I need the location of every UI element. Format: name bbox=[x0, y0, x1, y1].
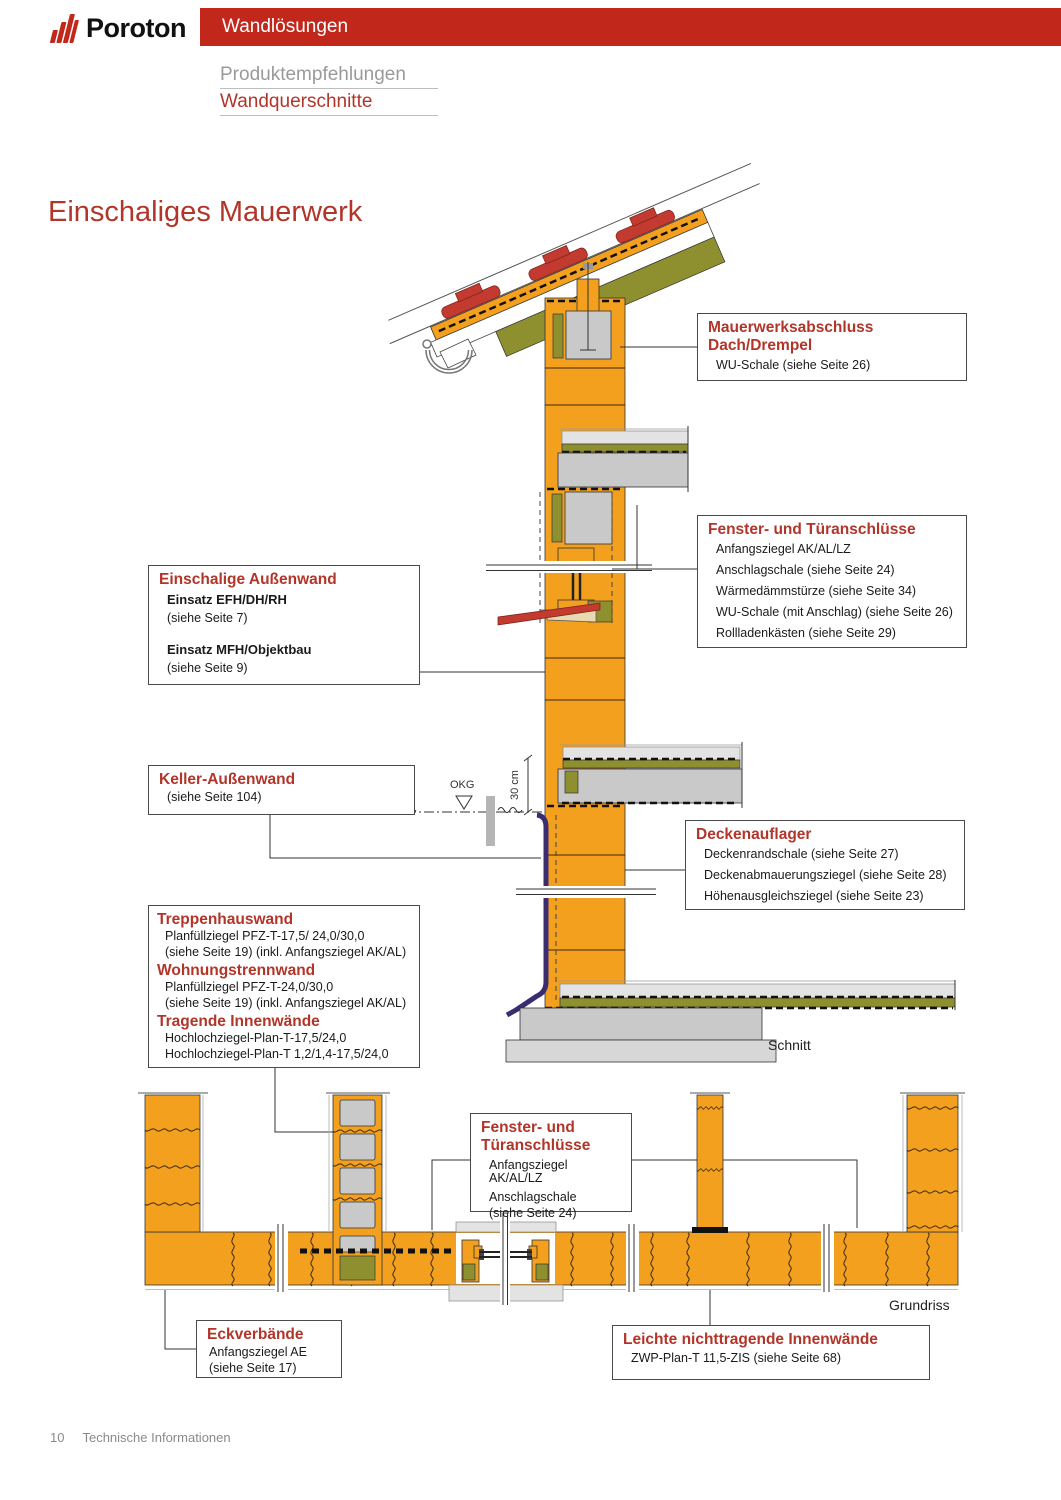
floor-slab-1 bbox=[557, 426, 689, 492]
gutter bbox=[422, 339, 473, 374]
callout-title: Fenster- und bbox=[481, 1119, 575, 1136]
callout-section-title: Tragende Innenwände bbox=[157, 1013, 320, 1030]
callout-ref: (siehe Seite 7) bbox=[167, 611, 248, 625]
okg-label: OKG bbox=[450, 779, 474, 791]
callout-item: Deckenrandschale (siehe Seite 27) bbox=[704, 847, 899, 861]
callout-innenwaende: Treppenhauswand Planfüllziegel PFZ-T-17,… bbox=[148, 905, 420, 1068]
window-section bbox=[486, 492, 652, 626]
callout-fenster-tueranschluesse-grundriss: Fenster- und Türanschlüsse Anfangsziegel… bbox=[470, 1113, 632, 1220]
basement-wall-detail bbox=[505, 812, 656, 1018]
callout-keller-aussenwand: Keller-Außenwand (siehe Seite 104) bbox=[148, 765, 415, 815]
callout-item: Anfangsziegel AK/AL/LZ bbox=[489, 1158, 568, 1185]
plan-corner-wall bbox=[138, 1092, 208, 1233]
callout-item: Wärmedämmstürze (siehe Seite 34) bbox=[716, 584, 917, 598]
wall-section bbox=[544, 297, 626, 1009]
callout-subtitle: Einsatz EFH/DH/RH bbox=[167, 592, 287, 607]
callout-line: Planfüllziegel PFZ-T-24,0/30,0 bbox=[165, 980, 334, 994]
callout-item: Höhenausgleichsziegel (siehe Seite 23) bbox=[704, 889, 924, 903]
foundation-detail bbox=[505, 980, 956, 1063]
plan-break-lines bbox=[275, 1224, 834, 1292]
page-footer: 10 Technische Informationen bbox=[50, 1430, 231, 1445]
page-title: Einschaliges Mauerwerk bbox=[48, 196, 363, 228]
fascia-board bbox=[439, 338, 477, 369]
plan-view bbox=[138, 1092, 965, 1305]
dimension-30cm-label: 30 cm bbox=[509, 770, 521, 800]
callout-item: Anfangsziegel AE bbox=[209, 1345, 307, 1359]
callout-section-title: Wohnungstrennwand bbox=[157, 962, 316, 979]
callout-title: Einschalige Außenwand bbox=[159, 571, 337, 588]
drempel-detail bbox=[552, 262, 612, 360]
callout-eckverbaende: Eckverbände Anfangsziegel AE (siehe Seit… bbox=[196, 1320, 342, 1378]
callout-line: Planfüllziegel PFZ-T-17,5/ 24,0/30,0 bbox=[165, 929, 365, 943]
callout-item: Deckenabmauerungsziegel (siehe Seite 28) bbox=[704, 868, 947, 882]
callout-title: Leichte nichttragende Innenwände bbox=[623, 1331, 878, 1348]
callout-item: (siehe Seite 17) bbox=[209, 1361, 297, 1375]
callout-title: Keller-Außenwand bbox=[159, 771, 296, 788]
callout-title-line2: Dach/Drempel bbox=[708, 337, 813, 354]
callout-mauerwerksabschluss: Mauerwerksabschluss Dach/Drempel WU-Scha… bbox=[697, 313, 967, 381]
grundriss-label: Grundriss bbox=[889, 1297, 950, 1313]
plan-stairwell-wall bbox=[300, 1092, 470, 1286]
callout-deckenauflager: Deckenauflager Deckenrandschale (siehe S… bbox=[685, 820, 965, 910]
callout-item: ZWP-Plan-T 11,5-ZIS (siehe Seite 68) bbox=[631, 1351, 842, 1365]
brand-name: Poroton bbox=[86, 12, 186, 43]
callout-item: Rollladenkästen (siehe Seite 29) bbox=[716, 626, 896, 640]
footer-text: Technische Informationen bbox=[82, 1430, 231, 1445]
callout-title: Eckverbände bbox=[207, 1326, 304, 1343]
callout-item: WU-Schale (siehe Seite 26) bbox=[716, 358, 871, 372]
callout-title-line2: Türanschlüsse bbox=[481, 1137, 591, 1154]
window-sill bbox=[497, 602, 601, 626]
callout-title: Fenster- und Türanschlüsse bbox=[708, 521, 916, 538]
callout-title: Mauerwerksabschluss bbox=[708, 319, 874, 336]
callout-item: WU-Schale (mit Anschlag) (siehe Seite 26… bbox=[716, 605, 953, 619]
callout-ref: (siehe Seite 9) bbox=[167, 661, 248, 675]
callout-section-title: Treppenhauswand bbox=[157, 911, 294, 928]
callout-leichte-innenwaende: Leichte nichttragende Innenwände ZWP-Pla… bbox=[612, 1325, 930, 1380]
brand-logo: Poroton bbox=[46, 10, 186, 46]
plan-window-detail bbox=[448, 1213, 564, 1305]
callout-item: Anschlagschale bbox=[489, 1190, 577, 1204]
footer-page-number: 10 bbox=[50, 1430, 65, 1445]
nav-wandquerschnitte[interactable]: Wandquerschnitte bbox=[220, 89, 438, 116]
callout-line: Hochlochziegel-Plan-T 1,2/1,4-17,5/24,0 bbox=[165, 1047, 389, 1061]
callout-ref: (siehe Seite 104) bbox=[167, 790, 262, 804]
ground-level-marker: 30 cm OKG bbox=[388, 754, 543, 846]
chapter-header-bar: Wandlösungen bbox=[200, 8, 1061, 46]
callout-item: (siehe Seite 24) bbox=[489, 1206, 577, 1220]
schnitt-label: Schnitt bbox=[768, 1037, 811, 1053]
callout-fenster-tueranschluesse-schnitt: Fenster- und Türanschlüsse Anfangsziegel… bbox=[697, 515, 967, 648]
plan-partition-wall bbox=[690, 1092, 730, 1233]
callout-item: Anfangsziegel AK/AL/LZ bbox=[716, 542, 851, 556]
callout-title: Deckenauflager bbox=[696, 826, 812, 843]
callout-line: Hochlochziegel-Plan-T-17,5/24,0 bbox=[165, 1031, 347, 1045]
window-lintel-detail bbox=[551, 491, 613, 545]
callout-einschalige-aussenwand: Einschalige Außenwand Einsatz EFH/DH/RH … bbox=[148, 565, 420, 685]
roof-tiles bbox=[441, 207, 675, 319]
floor-slab-2 bbox=[557, 742, 743, 808]
callout-line: (siehe Seite 19) (inkl. Anfangsziegel AK… bbox=[165, 945, 407, 959]
callout-line: (siehe Seite 19) (inkl. Anfangsziegel AK… bbox=[165, 996, 407, 1010]
plan-right-wall bbox=[900, 1092, 965, 1233]
poroton-mark-icon bbox=[49, 14, 79, 43]
nav-produktempfehlungen[interactable]: Produktempfehlungen bbox=[220, 62, 438, 89]
callout-item: Anschlagschale (siehe Seite 24) bbox=[716, 563, 895, 577]
callout-subtitle: Einsatz MFH/Objektbau bbox=[167, 642, 312, 657]
